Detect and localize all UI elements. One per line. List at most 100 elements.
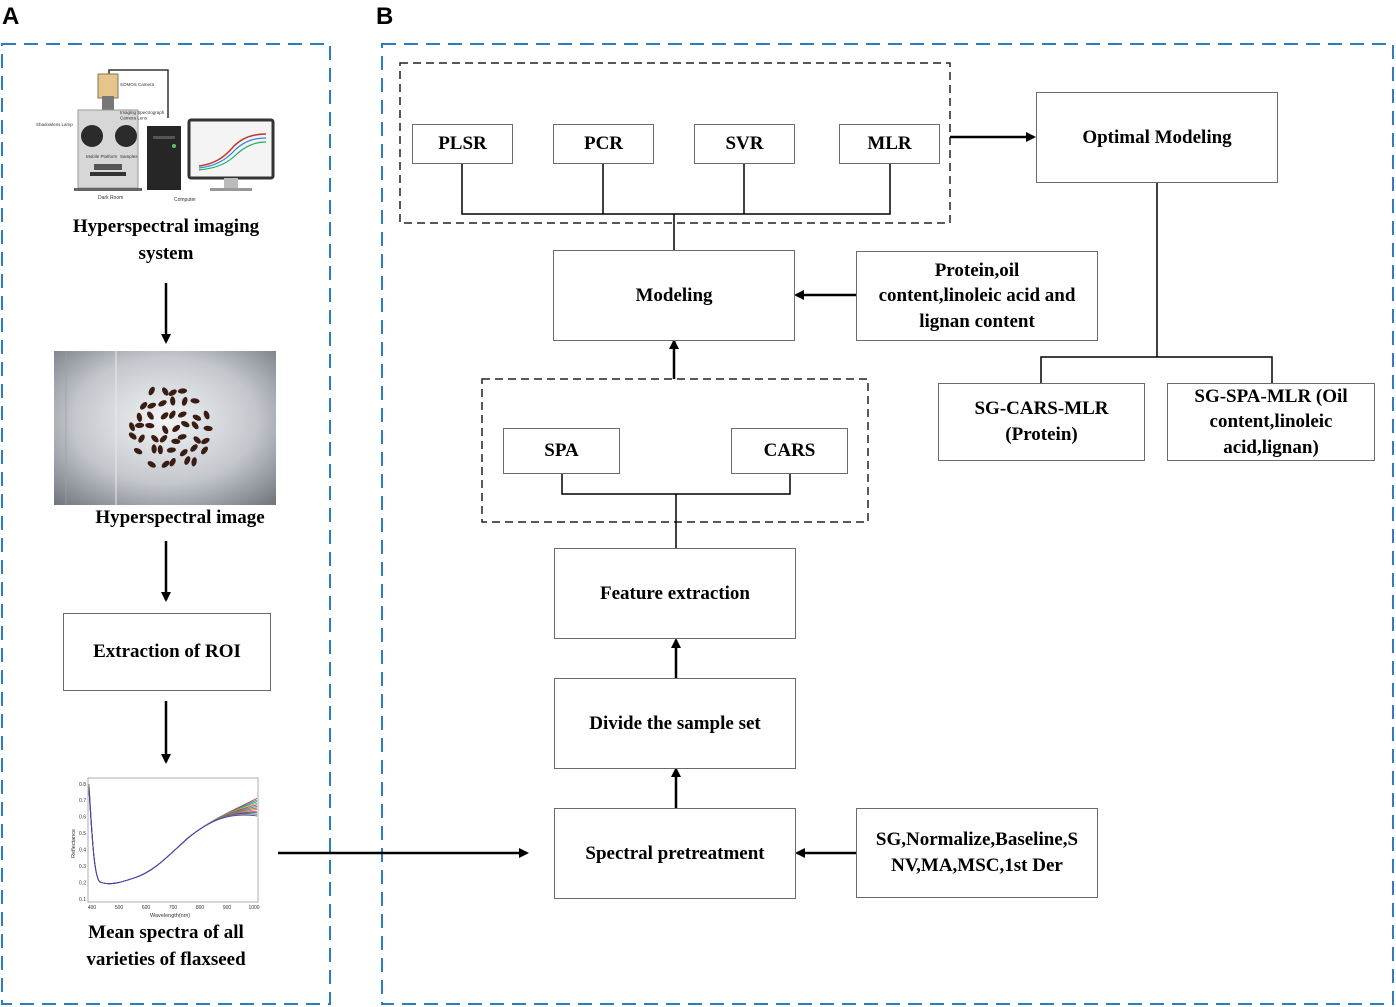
flaxseed-37 [179, 449, 188, 457]
flaxseed-0 [148, 386, 155, 396]
spectra-ytick-7: 0.1 [79, 897, 86, 903]
flaxseed-6 [158, 400, 167, 407]
flaxseed-5 [147, 402, 157, 409]
spectra-ytick-1: 0.7 [79, 798, 86, 804]
panel-b-border [381, 43, 1394, 1005]
flaxseed-19 [145, 422, 155, 429]
flaxseed-1 [162, 387, 169, 396]
flaxseed-34 [151, 444, 157, 454]
result-others-box: SG-SPA-MLR (Oil content,linoleic acid,li… [1167, 383, 1375, 461]
panel-a-letter: A [2, 3, 20, 30]
flaxseed-20 [162, 425, 169, 435]
samples-label: Samples [120, 154, 138, 159]
spectra-ytick-6: 0.2 [79, 880, 86, 886]
spectra-xtick-6: 1000 [248, 905, 259, 911]
spectra-xtick-3: 700 [169, 905, 178, 911]
model-box-mlr: MLR [839, 124, 940, 164]
spectral-pretreatment-box: Spectral pretreatment [554, 808, 796, 899]
spectra-xlabel: Wavelength(nm) [150, 913, 190, 919]
spectrum-curve-11 [88, 791, 258, 885]
feature-box-cars: CARS [731, 428, 848, 474]
flaxseed-17 [129, 422, 135, 432]
spectra-xtick-1: 500 [115, 905, 124, 911]
flaxseed-cluster [128, 386, 213, 468]
camera-label: SOMOS Camera [120, 82, 155, 87]
flaxseed-28 [159, 435, 168, 443]
flaxseed-43 [184, 456, 191, 465]
model-box-svr: SVR [694, 124, 795, 164]
panel-a-border [1, 43, 331, 1005]
flaxseed-4 [139, 401, 148, 410]
flaxseed-36 [166, 447, 176, 453]
flaxseed-3 [177, 388, 188, 394]
flaxseed-39 [200, 446, 209, 455]
spectra-ytick-4: 0.4 [79, 848, 86, 854]
feature-extraction-box: Feature extraction [554, 548, 796, 639]
feature-bracket [561, 474, 791, 495]
platform-label: Mobile Platform [86, 154, 118, 159]
hyperspectral-image [54, 351, 276, 505]
flaxseed-41 [161, 460, 170, 468]
spectra-ytick-5: 0.3 [79, 864, 86, 870]
model-bracket [461, 163, 891, 215]
flaxseed-22 [181, 420, 190, 428]
targets-box: Protein,oil content,linoleic acid and li… [856, 251, 1098, 341]
optimal-modeling-box: Optimal Modeling [1036, 92, 1278, 183]
flaxseed-42 [169, 457, 176, 467]
flaxseed-25 [128, 432, 137, 440]
flaxseed-30 [177, 434, 187, 440]
flaxseed-13 [169, 410, 176, 419]
flaxseed-38 [190, 444, 198, 452]
spectra-xtick-4: 800 [196, 905, 205, 911]
flaxseed-16 [203, 410, 210, 420]
darkroom-label: Dark Room [98, 195, 123, 201]
flaxseed-40 [147, 461, 156, 468]
flaxseed-23 [191, 421, 199, 430]
roi-box: Extraction of ROI [63, 613, 271, 691]
flaxseed-15 [192, 414, 202, 421]
flaxseed-2 [168, 389, 177, 397]
flaxseed-10 [136, 412, 143, 422]
pretreatment-methods-box: SG,Normalize,Baseline,S NV,MA,MSC,1st De… [856, 808, 1098, 898]
image-caption: Hyperspectral image [95, 507, 265, 528]
flaxseed-9 [190, 398, 200, 404]
model-group-border [399, 62, 951, 224]
flaxseed-14 [177, 411, 187, 418]
flaxseed-8 [181, 396, 188, 406]
flaxseed-12 [160, 412, 169, 420]
spectra-xtick-0: 400 [88, 905, 97, 911]
spectra-xtick-2: 600 [142, 905, 151, 911]
flaxseed-24 [203, 425, 213, 432]
mean-spectra-plot: 0.8 0.7 0.6 0.5 0.4 0.3 0.2 0.1 400 500 600 700 800… [71, 777, 260, 919]
flaxseed-29 [171, 438, 181, 445]
flaxseed-31 [193, 436, 202, 444]
feature-box-spa: SPA [503, 428, 620, 474]
flaxseed-33 [133, 448, 143, 455]
flaxseed-18 [135, 422, 145, 429]
flaxseed-35 [157, 445, 163, 455]
divide-sample-box: Divide the sample set [554, 678, 796, 769]
modeling-box: Modeling [553, 250, 795, 341]
flaxseed-7 [170, 396, 176, 406]
spectra-caption: Mean spectra of all varieties of flaxsee… [86, 922, 246, 970]
model-box-pcr: PCR [553, 124, 654, 164]
flaxseed-44 [191, 457, 197, 467]
flaxseed-32 [201, 437, 210, 445]
spectra-ytick-3: 0.5 [79, 831, 86, 837]
spectra-xtick-5: 900 [223, 905, 232, 911]
spectra-ytick-0: 0.8 [79, 782, 86, 788]
computer-label: Computer [174, 197, 196, 203]
model-box-plsr: PLSR [412, 124, 513, 164]
panel-b-letter: B [376, 3, 394, 30]
flaxseed-27 [151, 434, 159, 443]
lamp-label: Shadowless Lamp [36, 122, 73, 127]
spectra-ytick-2: 0.6 [79, 815, 86, 821]
flaxseed-21 [172, 424, 181, 433]
results-bracket [1040, 356, 1273, 383]
flaxseed-26 [138, 434, 145, 443]
spectra-ylabel: Reflectance [71, 829, 77, 858]
